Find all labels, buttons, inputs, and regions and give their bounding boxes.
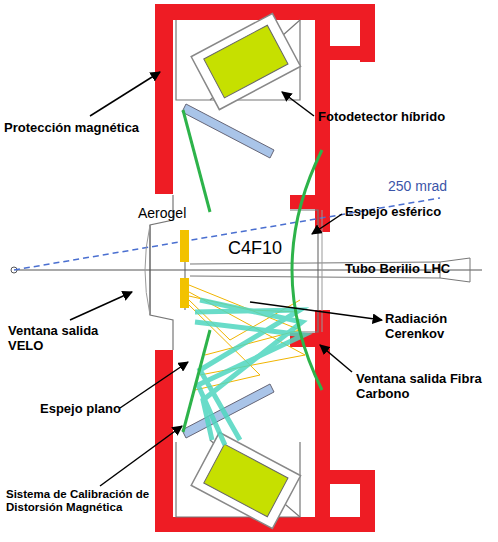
cherenkov-ray-bundle [195, 300, 304, 445]
callout-label: Espejo plano [40, 402, 121, 417]
aerogel-block [180, 230, 189, 308]
callout-label: Radiación Cerenkov [385, 312, 495, 342]
callout-label: Ventana salida Fibra Carbono [356, 372, 491, 402]
flat-mirror [183, 110, 210, 432]
callout-label: Fotodetector híbrido [318, 110, 445, 125]
exit-window [145, 210, 322, 332]
beryllium-tube [190, 258, 470, 282]
callout-label: Protección magnética [4, 121, 139, 136]
callout-label: Sistema de Calibración de Distorsión Mag… [6, 488, 171, 514]
callout-label: C4F10 [228, 238, 282, 259]
quartz-window [182, 104, 274, 438]
hybrid-photodetector [191, 13, 300, 528]
callout-label: Tubo Berilio LHC [345, 262, 450, 277]
callout-label: 250 mrad [388, 178, 447, 194]
callout-label: Espejo esférico [345, 205, 441, 220]
spherical-mirror [292, 150, 322, 390]
callout-label: Ventana salida VELO [8, 324, 128, 354]
callout-label: Aerogel [138, 205, 186, 221]
magnetic-shield [155, 4, 375, 532]
